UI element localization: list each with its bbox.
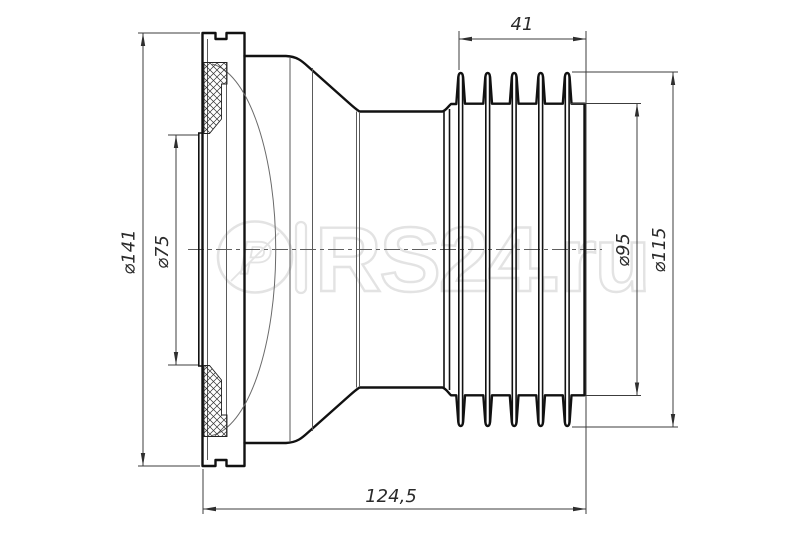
cone-projection-arc xyxy=(211,63,277,436)
dim-label-flange-od: ⌀141 xyxy=(119,229,140,274)
watermark-text: RS24.ru xyxy=(315,209,649,311)
dim-label-total-length: 124,5 xyxy=(365,486,417,507)
dimension-flange-od: ⌀141 xyxy=(119,32,200,467)
dimensions: ⌀141 ⌀75 41 ⌀95 xyxy=(119,14,678,514)
dim-label-fins-od: ⌀115 xyxy=(649,227,670,272)
rs24-watermark: P RS24.ru xyxy=(216,208,652,312)
connector-body-outline xyxy=(201,31,586,468)
watermark-logo-icon xyxy=(216,220,294,294)
dimension-total-length: 124,5 xyxy=(202,469,586,514)
dim-label-fins-length: 41 xyxy=(511,14,534,35)
seal-hatching xyxy=(203,62,228,437)
fin-ring-edges xyxy=(457,74,570,425)
dim-label-inlet-id: ⌀75 xyxy=(152,235,173,269)
dim-label-tube-od: ⌀95 xyxy=(613,233,634,267)
seal-lip xyxy=(198,132,204,367)
dimension-inlet-id: ⌀75 xyxy=(152,134,198,366)
dimension-tube-od: ⌀95 xyxy=(571,103,641,396)
dimension-fins-length: 41 xyxy=(458,14,587,514)
dimension-fins-od: ⌀115 xyxy=(572,71,678,428)
